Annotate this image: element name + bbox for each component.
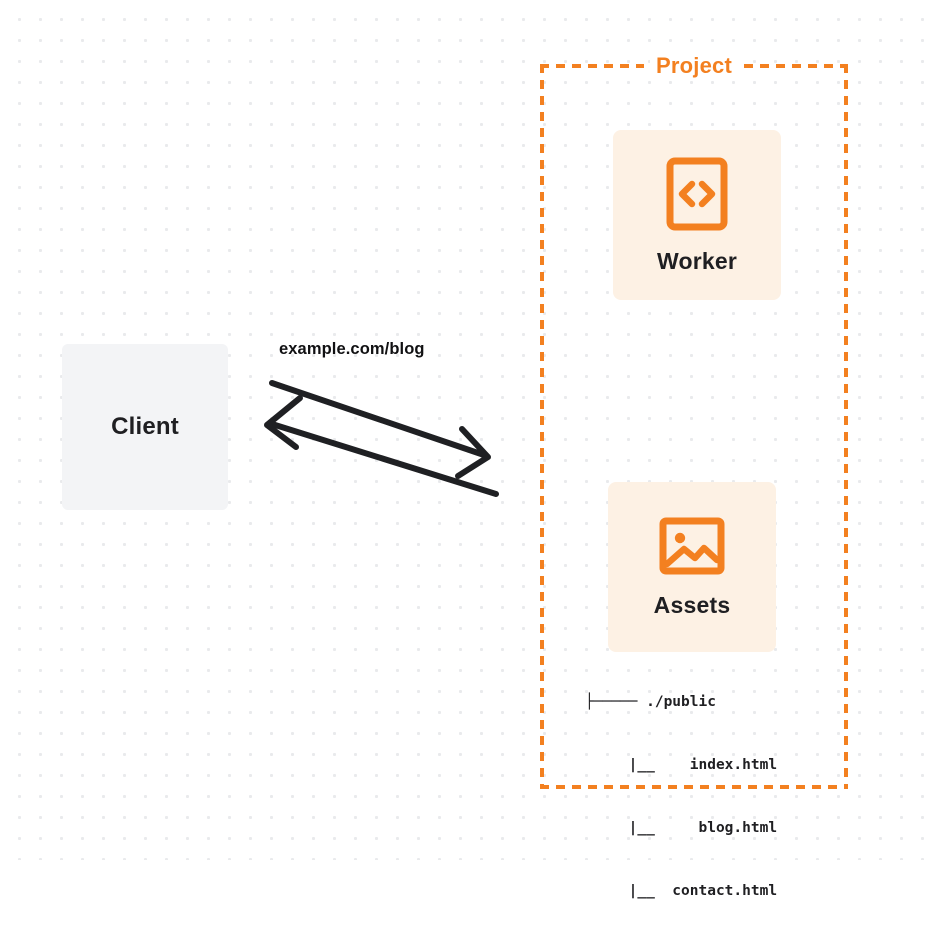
assets-file-tree: ├───── ./public |__ index.html |__ blog.… (585, 650, 777, 944)
assets-card-label: Assets (653, 592, 731, 618)
client-node-label: Client (111, 413, 179, 440)
worker-card-label: Worker (656, 248, 738, 274)
project-border-bottom (540, 785, 848, 789)
worker-card[interactable]: Worker (613, 130, 781, 300)
client-node[interactable]: Client (62, 344, 228, 510)
code-brackets-icon (666, 157, 728, 236)
tree-line-contact-html: |__ contact.html (585, 883, 778, 899)
project-border-right (844, 64, 848, 789)
project-border-left (540, 64, 544, 789)
tree-line-blog-html: |__ blog.html (585, 820, 778, 836)
project-border-top-left (540, 64, 644, 68)
project-title: Project (650, 55, 738, 77)
tree-line-index-html: |__ index.html (585, 757, 778, 773)
project-border-top-right (744, 64, 848, 68)
assets-card[interactable]: Assets (608, 482, 776, 652)
tree-line-root: ├───── ./public (585, 694, 716, 710)
project-group[interactable]: Project Worker Assets ├───── ./public |_… (540, 55, 848, 899)
connection-url-label: example.com/blog (279, 340, 425, 358)
image-icon (659, 517, 725, 580)
